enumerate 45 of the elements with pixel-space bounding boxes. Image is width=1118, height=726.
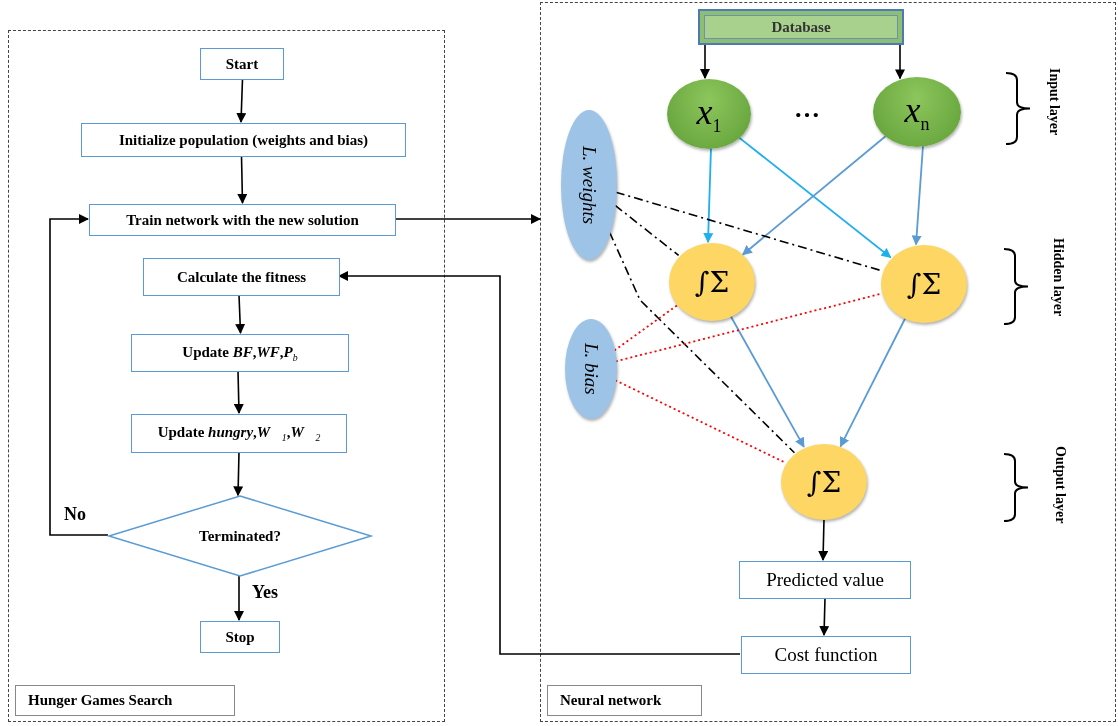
input-node: x$_{1}$ (667, 79, 751, 149)
process-box: Cost function (741, 636, 911, 674)
arrow (233, 451, 244, 497)
arrow (237, 155, 248, 204)
arrow (394, 214, 541, 224)
neuron-node: ∫Σ (781, 444, 867, 520)
parameter-ellipse: L. bias (565, 319, 617, 419)
process-box: Update BF,WF,P$_{b}$ (131, 334, 349, 372)
process-box: Train network with the new solution (89, 204, 396, 236)
arrow (236, 78, 247, 123)
decision-text: Terminated? (199, 527, 281, 545)
process-box: Predicted value (739, 561, 911, 599)
arrow (234, 574, 244, 621)
process-box: Stop (200, 621, 280, 653)
process-box: Calculate the fitness (143, 258, 340, 296)
arrow (700, 43, 710, 80)
parameter-ellipse: L. weights (561, 110, 617, 260)
layer-label: Hidden layer (1050, 238, 1066, 317)
arrow (233, 370, 244, 414)
dashed-panel (540, 2, 1116, 722)
dashed-panel (8, 30, 445, 722)
ellipsis-mark: … (794, 94, 820, 124)
neuron-node: ∫Σ (669, 243, 755, 321)
arrow (895, 43, 905, 80)
database-box: Database (698, 9, 904, 45)
arrow (338, 271, 741, 655)
process-box: Start (200, 48, 284, 80)
panel-title: Hunger Games Search (15, 685, 235, 716)
layer-label: Input layer (1046, 68, 1062, 136)
arrow (235, 294, 246, 334)
arrow (819, 597, 830, 636)
input-node: x$_{n}$ (873, 77, 961, 147)
connector-line (614, 204, 680, 257)
arrow (729, 314, 805, 448)
arrow (703, 147, 714, 244)
process-box: Initialize population (weights and bias) (81, 123, 406, 157)
arrow (49, 214, 109, 536)
arrow (818, 518, 829, 561)
neuron-node: ∫Σ (881, 245, 967, 323)
connector-line (615, 191, 883, 272)
arrow (911, 144, 924, 246)
arrow (839, 317, 906, 448)
layer-label: Output layer (1052, 446, 1068, 524)
process-box: Update hungry,W⃗$_{1}$,W⃗$_{2}$ (131, 414, 347, 453)
panel-title: Neural network (547, 685, 702, 716)
